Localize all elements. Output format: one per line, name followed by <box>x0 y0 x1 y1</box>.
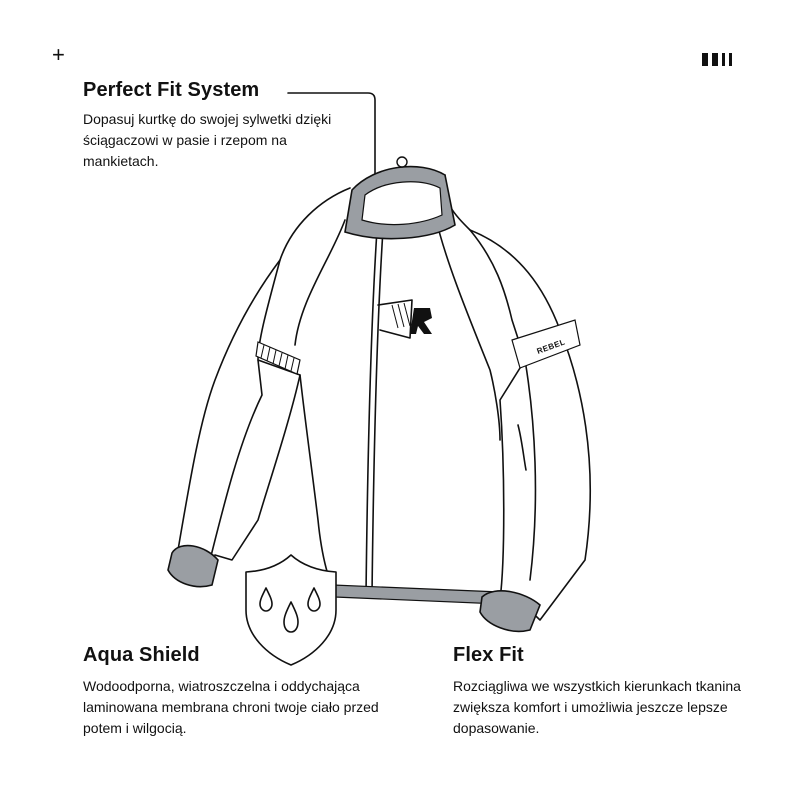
feature-title-flex-fit: Flex Fit <box>453 644 524 666</box>
left-arm-stripe <box>255 341 301 375</box>
right-arm-band: REBEL <box>511 319 581 369</box>
feature-desc-aqua-shield: Wodoodporna, wiatroszczelna i oddychając… <box>83 678 379 736</box>
left-cuff <box>167 544 219 588</box>
feature-desc-flex-fit: Rozciągliwa we wszystkich kierunkach tka… <box>453 678 741 736</box>
shield-drops-icon <box>245 554 337 666</box>
chest-logo-icon <box>391 302 432 334</box>
hem-band <box>332 584 501 605</box>
feature-desc-perfect-fit: Dopasuj kurtkę do swojej sylwetki dzięki… <box>83 111 332 169</box>
feature-title-aqua-shield: Aqua Shield <box>83 644 200 666</box>
plus-icon: + <box>52 42 65 67</box>
barcode-icon <box>702 53 732 66</box>
right-cuff <box>479 590 541 632</box>
feature-title-perfect-fit: Perfect Fit System <box>83 79 260 101</box>
callout-line <box>287 92 376 179</box>
